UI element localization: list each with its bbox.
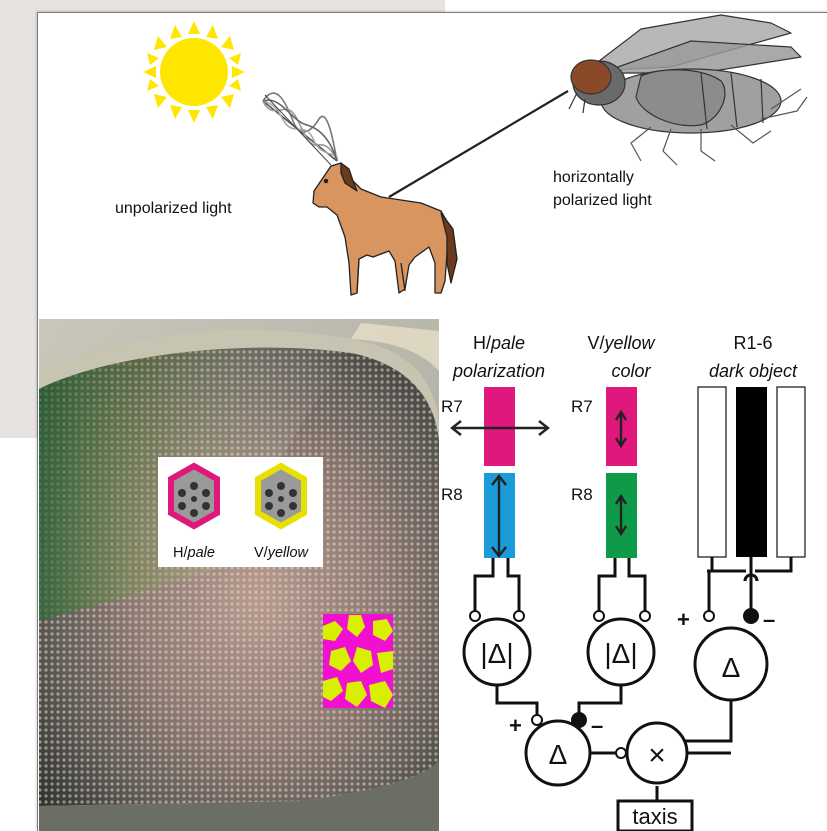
inset-label-v: V/yellow	[254, 545, 310, 561]
light-wave-icon	[263, 93, 337, 165]
abs-delta-node-pale: |Δ|	[464, 619, 530, 685]
svg-text:|Δ|: |Δ|	[604, 638, 637, 669]
col1-title: H/pale	[473, 333, 525, 353]
r7-label-pale: R7	[441, 397, 463, 416]
figure-panel: unpolarized light horizontally polarized…	[37, 12, 827, 831]
r1-6-right-bar	[777, 387, 805, 557]
minus-sign-right: –	[763, 607, 775, 632]
horsefly-icon	[569, 15, 807, 165]
reflected-ray	[389, 91, 568, 197]
abs-delta-node-yellow: |Δ|	[588, 619, 654, 685]
r8-label-yellow: R8	[571, 485, 593, 504]
r1-6-dark-bar	[736, 387, 767, 557]
ommatidia-inset: H/pale V/yellow	[158, 457, 323, 567]
delta-node-combined: Δ	[526, 721, 590, 785]
svg-text:×: ×	[648, 739, 666, 772]
horizontally-polarized-label-line2: polarized light	[553, 192, 652, 209]
horizontally-polarized-label-line1: horizontally	[553, 169, 634, 186]
scene-illustration: unpolarized light horizontally polarized…	[115, 15, 807, 295]
svg-text:Δ: Δ	[549, 739, 568, 770]
svg-text:|Δ|: |Δ|	[480, 638, 513, 669]
taxis-output-box: taxis	[618, 801, 692, 831]
r7-pale-receptor	[484, 387, 515, 466]
col2-subtitle: color	[611, 361, 651, 381]
plus-sign-right: +	[677, 607, 690, 632]
col1-subtitle: polarization	[452, 361, 545, 381]
polarization-arrows	[452, 412, 626, 556]
multiply-node: ×	[627, 723, 687, 783]
col3-subtitle: dark object	[709, 361, 798, 381]
r8-label-pale: R8	[441, 485, 463, 504]
r7-label-yellow: R7	[571, 397, 593, 416]
svg-text:Δ: Δ	[722, 652, 741, 683]
sun-icon	[143, 21, 245, 123]
delta-node-dark-object: Δ	[695, 628, 767, 700]
r1-6-left-bar	[698, 387, 726, 557]
horse-icon	[313, 163, 457, 295]
col3-title: R1-6	[733, 333, 772, 353]
unpolarized-light-label: unpolarized light	[115, 200, 232, 217]
minus-sign-bottom: –	[591, 713, 603, 738]
circuit-diagram: H/pale polarization V/yellow color R1-6 …	[441, 333, 805, 831]
svg-text:taxis: taxis	[632, 804, 677, 829]
col2-title: V/yellow	[587, 333, 655, 353]
inset-label-h: H/pale	[173, 545, 215, 561]
eye-photo: H/pale V/yellow	[39, 319, 439, 831]
plus-sign-bottom: +	[509, 713, 522, 738]
facet-pattern-patch	[323, 614, 393, 708]
